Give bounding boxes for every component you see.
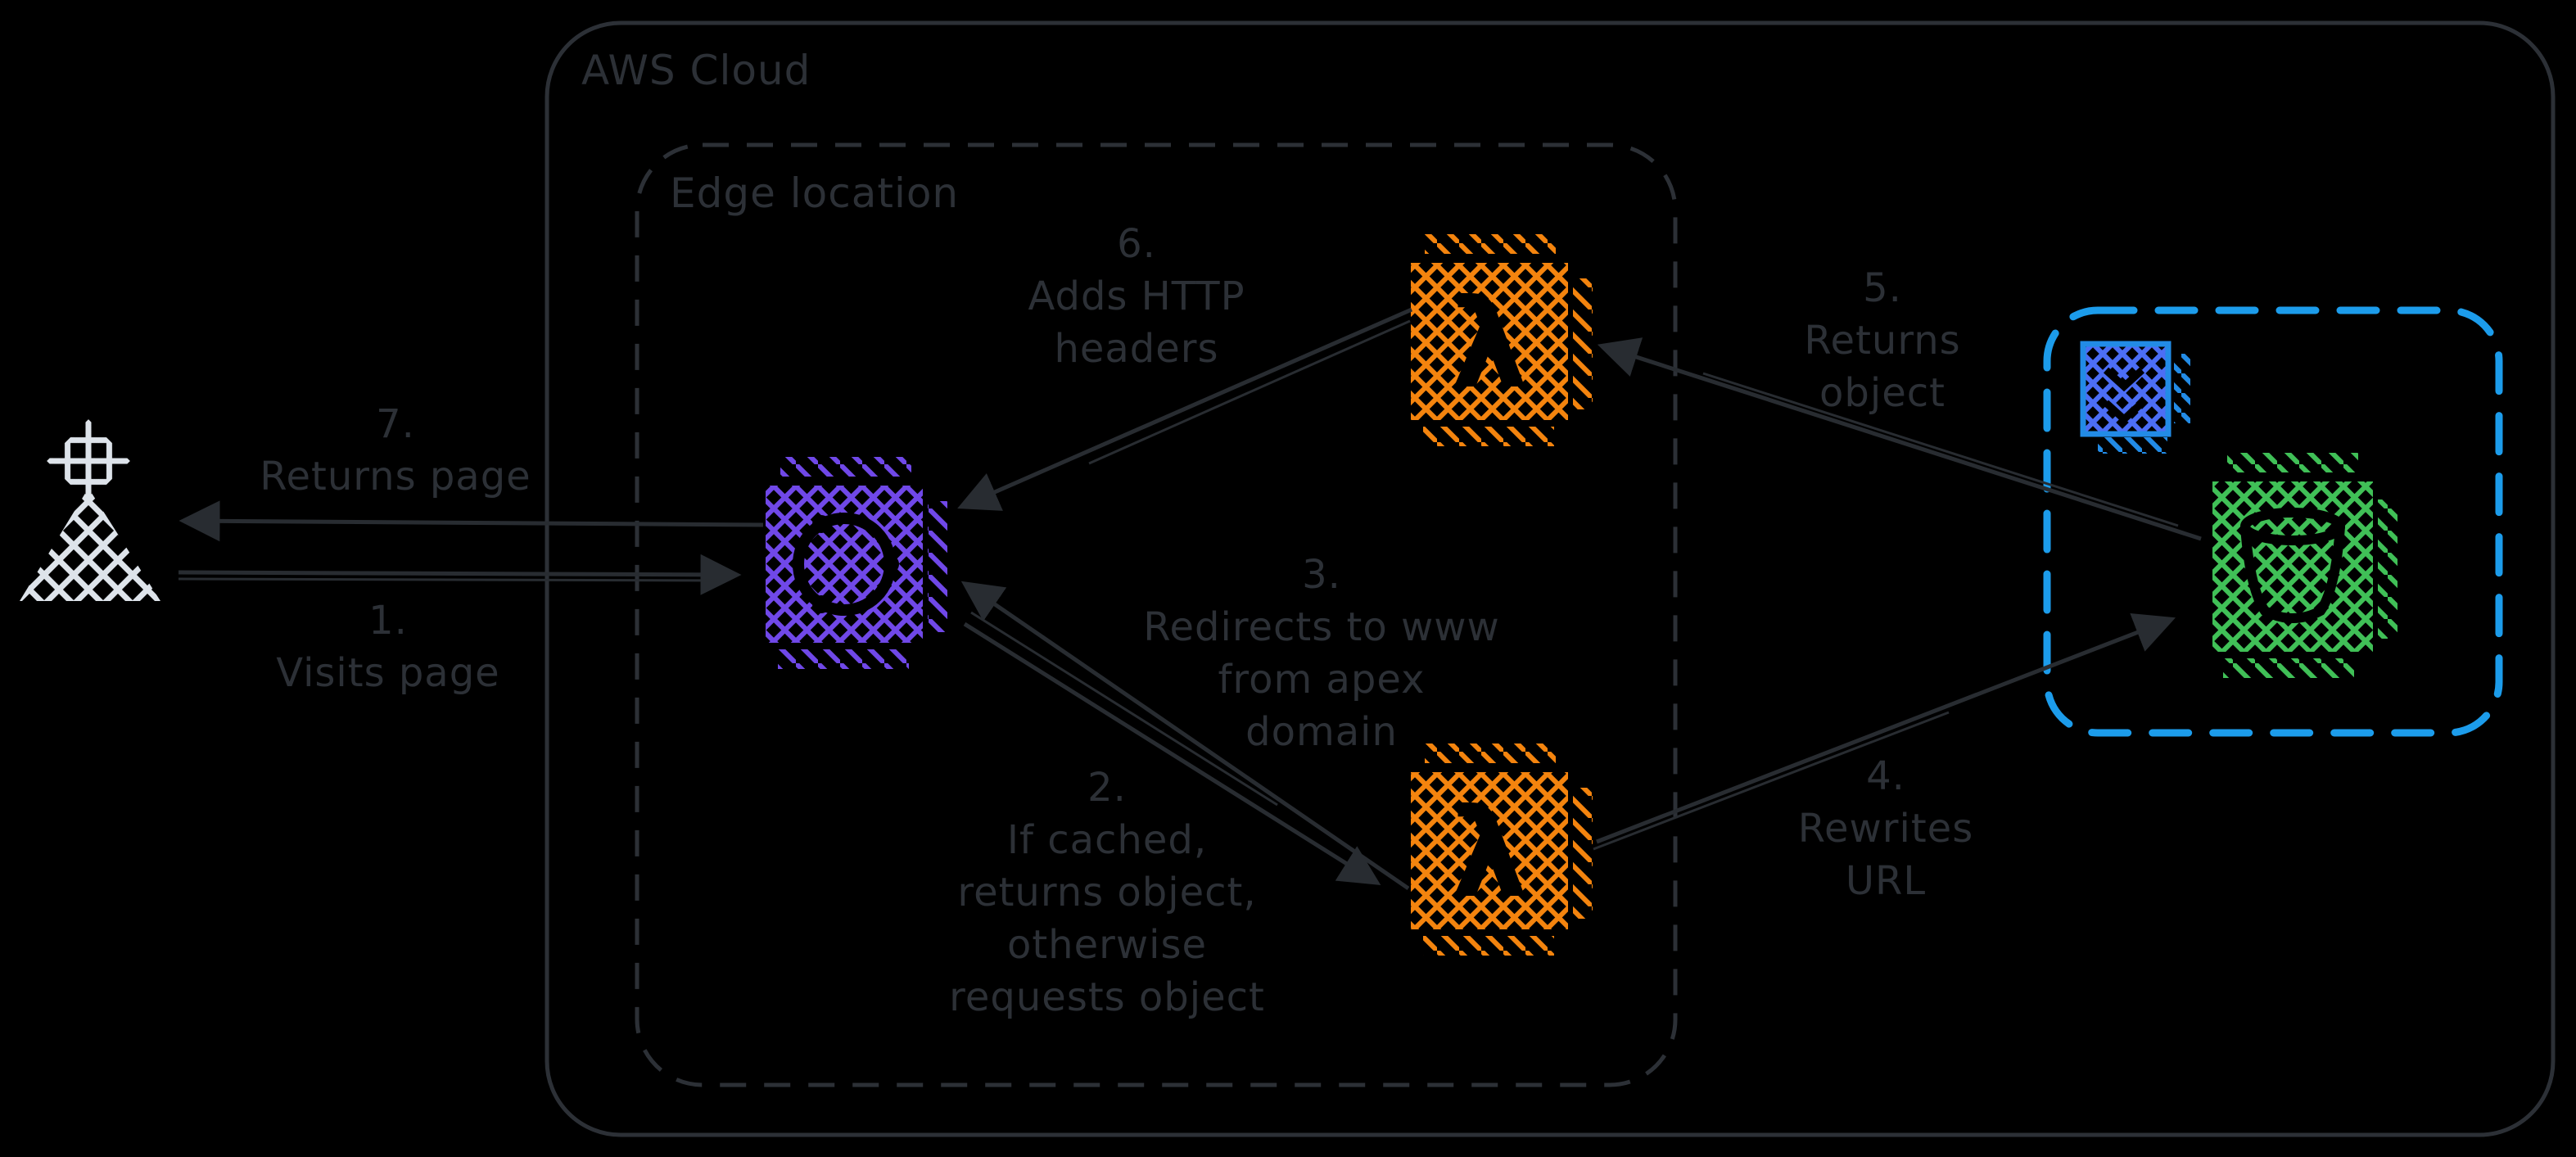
arrow-visits-page — [178, 554, 742, 595]
user-icon — [20, 419, 160, 601]
svg-text:λ: λ — [1451, 783, 1529, 925]
step-text: returns object, — [957, 870, 1257, 915]
lambda-edge-icon-top: λ — [1411, 234, 1593, 446]
step-text: If cached, — [1006, 817, 1208, 863]
step-number: 3. — [1302, 552, 1341, 598]
step-number: 4. — [1866, 753, 1905, 799]
step-number: 5. — [1863, 265, 1902, 311]
step-2-label: 2. If cached, returns object, otherwise … — [949, 762, 1265, 1024]
s3-bucket-icon — [2212, 453, 2397, 678]
step-number: 1. — [368, 598, 408, 644]
step-number: 7. — [376, 401, 415, 447]
step-text: object — [1819, 370, 1946, 416]
step-number: 2. — [1087, 765, 1127, 811]
step-text: domain — [1245, 709, 1398, 755]
arrow-cached-or-request — [960, 581, 1410, 891]
step-4-label: 4. Rewrites URL — [1798, 750, 1973, 907]
step-1-label: 1. Visits page — [276, 594, 499, 699]
step-7-label: 7. Returns page — [260, 398, 531, 503]
step-text: Returns page — [260, 454, 531, 499]
step-text: URL — [1845, 858, 1927, 904]
cloudfront-icon — [766, 457, 947, 669]
arrow-adds-http-headers — [957, 307, 1413, 511]
step-text: Redirects to www — [1143, 604, 1500, 650]
step-text: from apex — [1218, 657, 1426, 703]
step-text: Returns — [1804, 318, 1961, 364]
edge-location-label: Edge location — [670, 169, 960, 217]
step-6-label: 6. Adds HTTP headers — [1028, 218, 1245, 375]
step-text: otherwise — [1006, 922, 1208, 968]
step-text: Rewrites — [1797, 806, 1974, 852]
step-text: Adds HTTP — [1028, 273, 1245, 319]
arrow-rewrites-url — [1593, 613, 2176, 851]
lambda-edge-icon-bottom: λ — [1411, 743, 1593, 956]
step-number: 6. — [1117, 221, 1156, 267]
region-boundary — [2043, 306, 2503, 737]
step-text: requests object — [949, 974, 1265, 1020]
step-5-label: 5. Returns object — [1804, 262, 1960, 419]
svg-text:λ: λ — [1451, 273, 1529, 416]
step-text: Visits page — [276, 650, 500, 696]
step-3-label: 3. Redirects to www from apex domain — [1143, 549, 1499, 758]
edge-location-container — [635, 142, 1678, 1087]
aws-cloud-label: AWS Cloud — [581, 47, 811, 94]
step-text: headers — [1054, 326, 1219, 372]
arrow-returns-page — [179, 500, 764, 542]
region-icon — [2080, 341, 2190, 454]
arrow-redirects-www — [963, 611, 1381, 885]
arrow-returns-object — [1597, 337, 2202, 541]
